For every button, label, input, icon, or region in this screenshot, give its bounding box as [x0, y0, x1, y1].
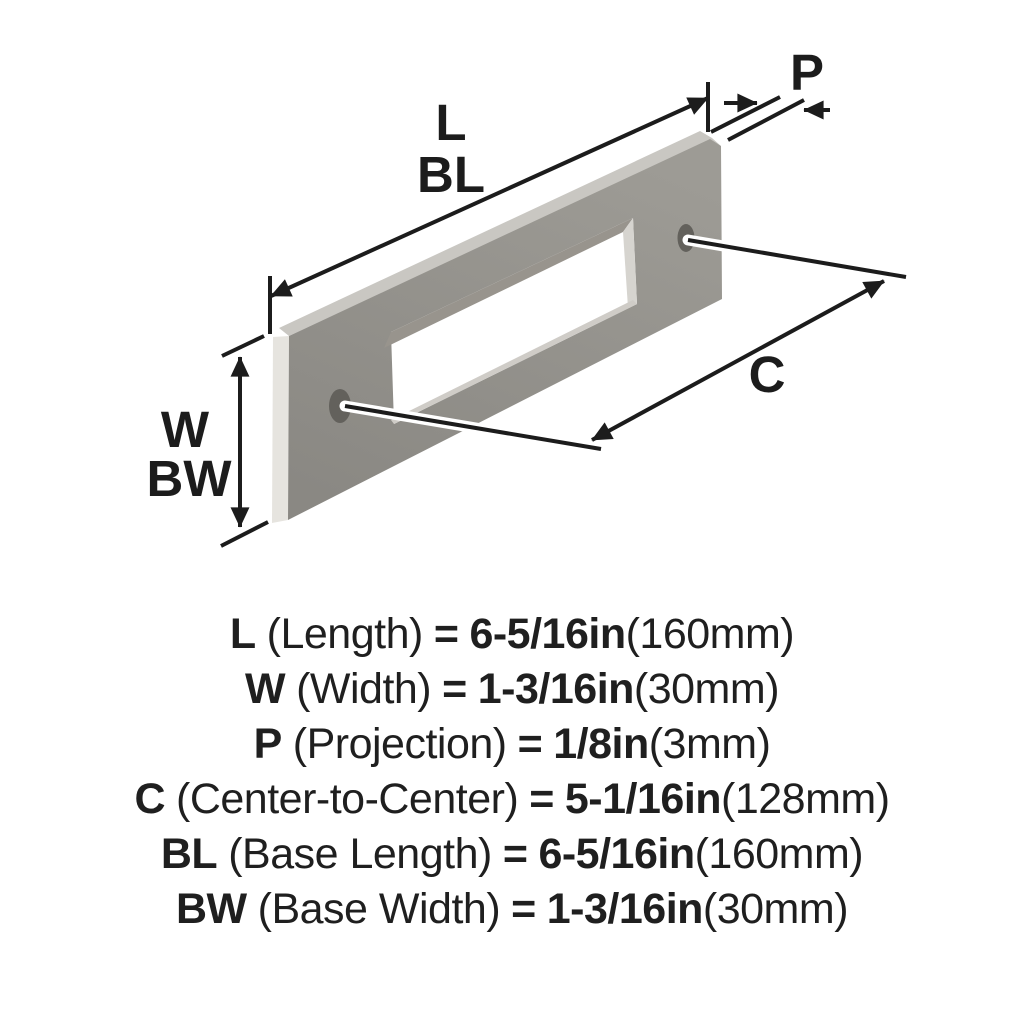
legend-symbol: BW — [175, 885, 247, 933]
legend-name: (Projection) — [292, 720, 507, 768]
legend-metric: (30mm) — [633, 665, 780, 713]
legend-equals: = — [442, 665, 467, 713]
label-base-length: BL — [417, 146, 485, 203]
legend-equals: = — [433, 610, 459, 658]
legend-symbol: BL — [160, 830, 218, 878]
center-to-center-leaders — [339, 234, 912, 455]
legend-symbol: P — [253, 720, 283, 768]
leader-left — [344, 404, 602, 451]
legend-symbol: C — [134, 775, 165, 823]
legend-value: 6-5/16in — [469, 610, 626, 658]
legend-name: (Base Length) — [228, 830, 492, 878]
cutout-inner-bottom-wall — [391, 300, 637, 424]
legend-symbol: W — [244, 665, 286, 713]
legend-row-base-length: BL(Base Length)=6-5/16in(160mm) — [0, 827, 1024, 882]
center-to-center-dimension: C — [591, 279, 885, 442]
label-projection: P — [790, 44, 824, 101]
legend-value: 5-1/16in — [564, 775, 722, 823]
plate-front-face — [288, 139, 722, 520]
legend-value: 1-3/16in — [546, 885, 704, 933]
projection-tick-back — [727, 98, 805, 142]
legend-name: (Base Width) — [257, 885, 501, 933]
legend-value: 1/8in — [553, 720, 649, 768]
legend-symbol: L — [229, 610, 256, 658]
label-center-to-center: C — [749, 346, 786, 403]
legend-equals: = — [517, 720, 543, 768]
projection-dimension: P — [710, 44, 830, 142]
legend-row-projection: P(Projection)=1/8in(3mm) — [0, 717, 1024, 772]
center-dimension-line — [591, 279, 885, 442]
dimension-drawing: L BL P W BW C — [146, 44, 912, 548]
plate-left-side-face — [272, 336, 289, 523]
legend-value: 6-5/16in — [538, 830, 695, 878]
projection-tick-front — [710, 95, 781, 134]
legend-value: 1-3/16in — [477, 665, 635, 713]
legend-row-width: W(Width)=1-3/16in(30mm) — [0, 662, 1024, 717]
label-width: W — [161, 401, 210, 458]
legend-metric: (3mm) — [648, 720, 771, 768]
width-dimension: W BW — [147, 334, 269, 548]
length-dimension-line — [270, 96, 709, 298]
legend-row-length: L(Length)=6-5/16in(160mm) — [0, 607, 1024, 662]
dimension-legend: L(Length)=6-5/16in(160mm) W(Width)=1-3/1… — [0, 607, 1024, 937]
legend-name: (Width) — [296, 665, 432, 713]
legend-row-center-to-center: C(Center-to-Center)=5-1/16in(128mm) — [0, 772, 1024, 827]
legend-metric: (30mm) — [702, 885, 849, 933]
label-length: L — [435, 94, 466, 151]
legend-name: (Length) — [266, 610, 424, 658]
leader-right — [687, 238, 907, 279]
legend-name: (Center-to-Center) — [176, 775, 519, 823]
legend-metric: (128mm) — [721, 775, 890, 823]
legend-equals: = — [511, 885, 536, 933]
label-base-width: BW — [147, 450, 233, 507]
pull-plate — [272, 131, 722, 523]
width-tick-bottom — [220, 520, 269, 548]
legend-equals: = — [502, 830, 528, 878]
legend-metric: (160mm) — [625, 610, 795, 658]
legend-equals: = — [529, 775, 554, 823]
legend-metric: (160mm) — [694, 830, 864, 878]
legend-row-base-width: BW(Base Width)=1-3/16in(30mm) — [0, 882, 1024, 937]
length-dimension: L BL — [268, 82, 710, 334]
width-tick-top — [221, 334, 265, 358]
